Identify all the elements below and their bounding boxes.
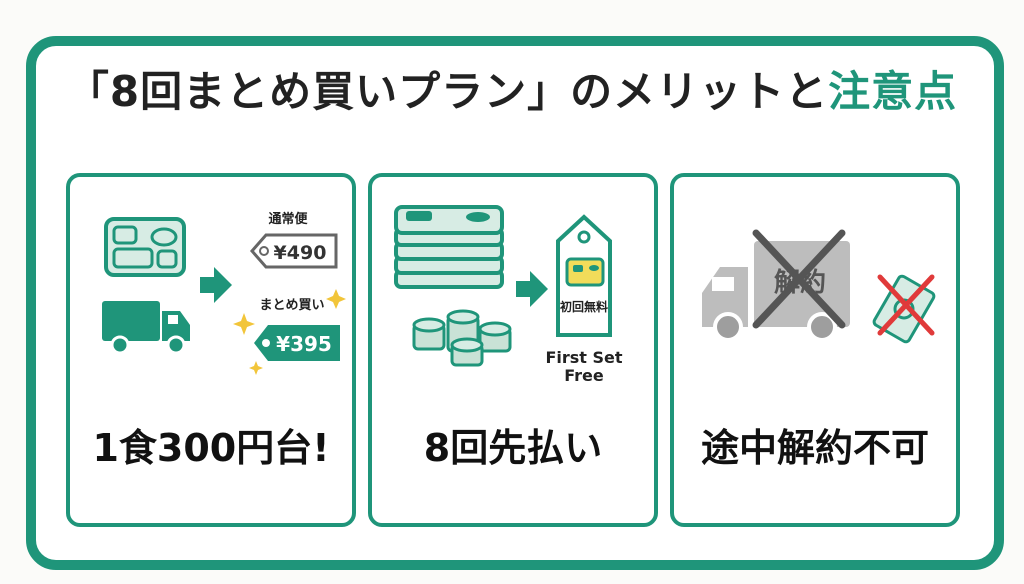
arrow-icon xyxy=(516,271,548,307)
sparkle-icon xyxy=(233,289,346,375)
card-caption: 途中解約不可 xyxy=(700,426,929,470)
no-cancel-illustration: 解約 xyxy=(702,229,936,344)
title-merits: のメリットと xyxy=(570,67,829,116)
price-tag-icon xyxy=(250,233,338,269)
bulk-price: ¥395 xyxy=(276,332,332,356)
price-illustration: 通常便 ¥490 まとめ買い ¥395 xyxy=(102,211,346,375)
cancelled-ticket-icon xyxy=(872,274,936,344)
card-caption: 1食300円台! xyxy=(92,426,330,470)
prepay-illustration: 初回無料 First Set Free xyxy=(394,205,623,385)
card-no-cancel: 解約 途中解約不可 xyxy=(670,173,960,527)
bulk-label: まとめ買い xyxy=(259,298,324,313)
page-title: 「8回まとめ買いプラン」のメリットと注意点 xyxy=(0,58,1024,119)
meal-tray-icon xyxy=(104,217,186,277)
card-caption: 8回先払い xyxy=(423,426,603,470)
title-plan-name: 「8回まとめ買いプラン」 xyxy=(66,67,571,116)
cross-icon xyxy=(752,229,846,329)
normal-price: ¥490 xyxy=(274,242,327,264)
title-caution: 注意点 xyxy=(828,67,958,116)
stacked-trays-icon xyxy=(394,205,504,289)
tag-label: 初回無料 xyxy=(560,299,608,314)
normal-label: 通常便 xyxy=(268,211,308,227)
tag-text-line1: First Set xyxy=(545,348,622,367)
card-price: 通常便 ¥490 まとめ買い ¥395 1食300円台! xyxy=(66,173,356,527)
coins-icon xyxy=(412,309,512,367)
arrow-icon xyxy=(200,267,232,303)
truck-icon xyxy=(102,301,190,355)
card-prepay: 初回無料 First Set Free 8回先払い xyxy=(368,173,658,527)
price-tag-icon xyxy=(254,325,340,361)
price-tag-icon xyxy=(556,214,612,337)
tag-text-line2: Free xyxy=(564,366,604,385)
